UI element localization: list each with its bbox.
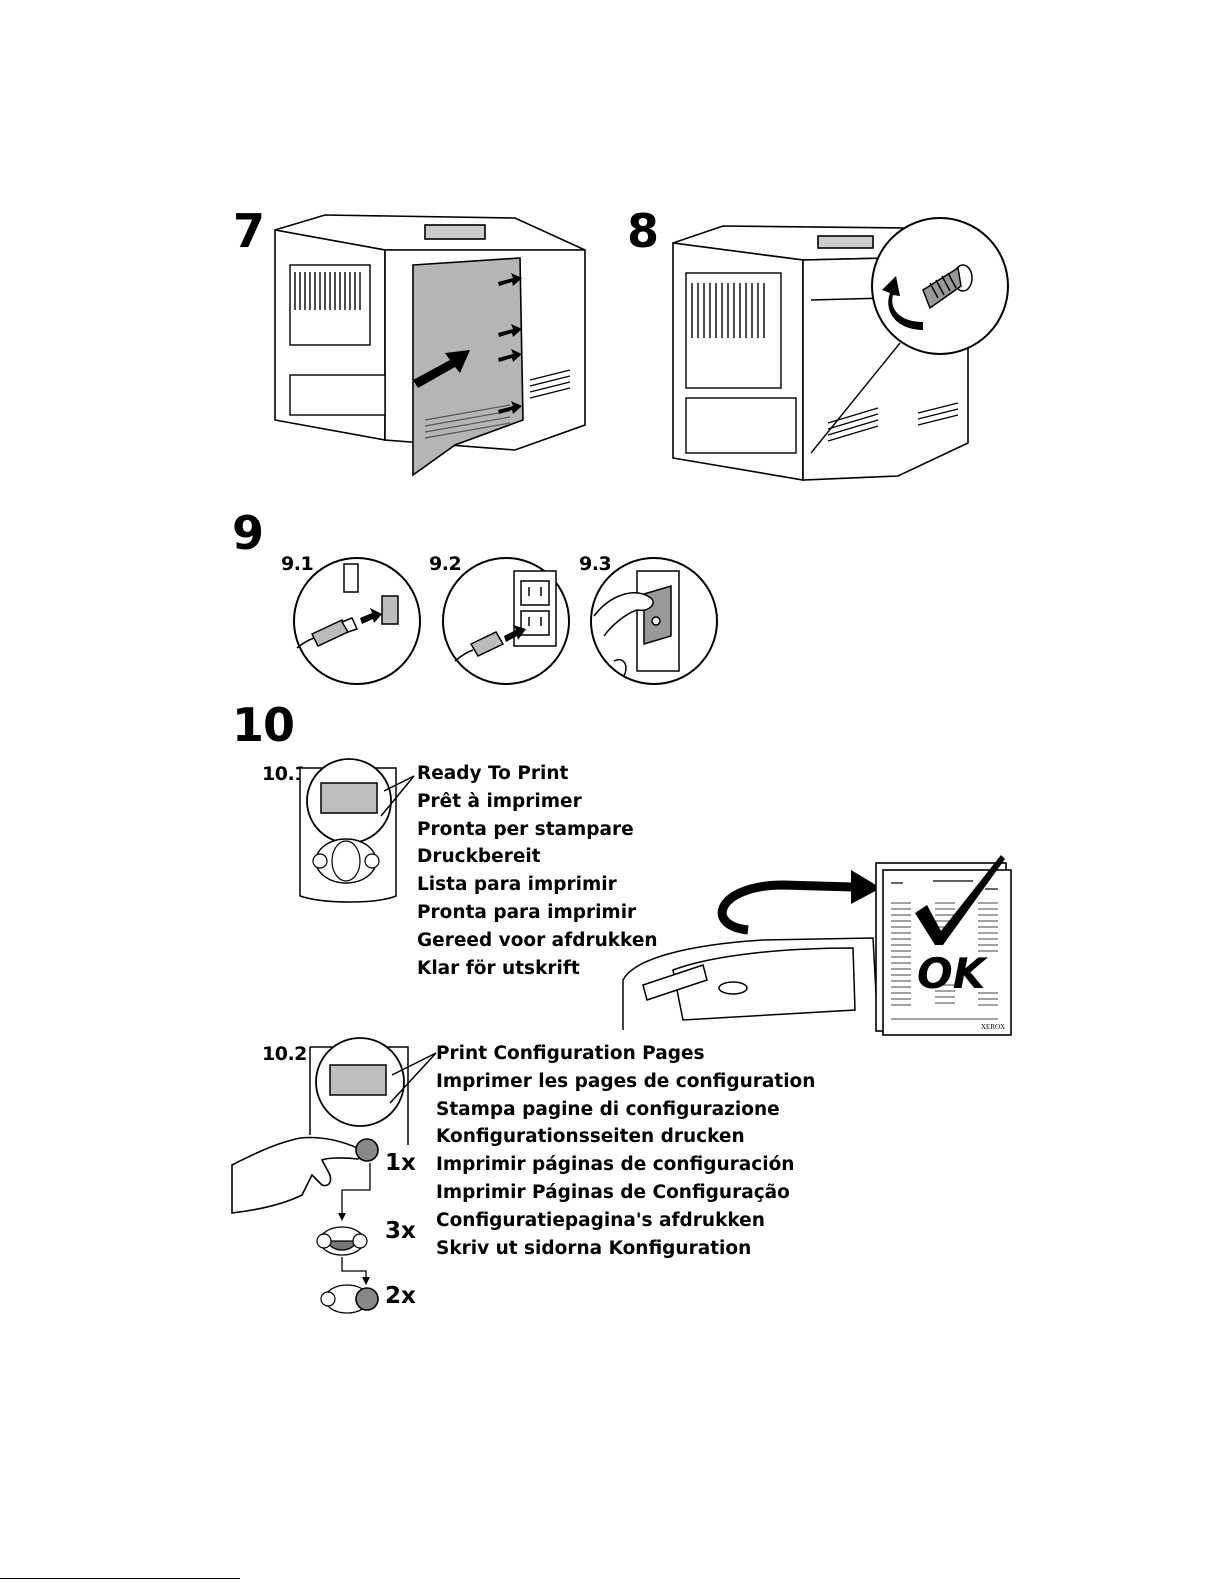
config-message: Imprimer les pages de configuration [436, 1070, 816, 1092]
ready-message: Prêt à imprimer [417, 790, 582, 812]
step-7-number: 7 [233, 204, 265, 258]
checkmark-icon [915, 855, 1005, 945]
step-10-1-label: 10.1 [262, 763, 307, 785]
bottom-divider [0, 1578, 240, 1579]
printer-rear-cover-illustration [274, 214, 586, 477]
step-9-2-label: 9.2 [429, 553, 462, 575]
step-10-2-label: 10.2 [262, 1043, 307, 1065]
arrow-icon [413, 350, 470, 388]
step-10-number: 10 [232, 698, 295, 752]
ok-stamp: OK [917, 949, 989, 998]
press-count-ok-first: 1x [385, 1150, 416, 1176]
config-message: Skriv ut sidorna Konfiguration [436, 1237, 752, 1259]
ready-message: Ready To Print [417, 763, 569, 784]
control-panel-ready-illustration [299, 758, 415, 903]
config-message: Konfigurationsseiten drucken [436, 1126, 745, 1148]
power-switch-illustration [590, 557, 718, 685]
ready-message: Lista para imprimir [417, 874, 617, 896]
printer-output-illustration [622, 870, 881, 1031]
printer-thumbscrew-illustration [672, 217, 1009, 481]
step-9-3-label: 9.3 [579, 553, 612, 575]
config-message: Print Configuration Pages [436, 1043, 705, 1064]
configuration-page-illustration: OK XEROX [875, 855, 1012, 1036]
ready-message: Druckbereit [417, 846, 541, 868]
config-message: Imprimir Páginas de Configuração [436, 1181, 790, 1203]
power-cord-to-outlet-illustration [442, 557, 570, 685]
control-panel-button-sequence-illustration [231, 1037, 437, 1314]
arrow-icon [851, 870, 881, 904]
step-9-1-label: 9.1 [281, 553, 314, 575]
rotate-arrow-icon [882, 276, 923, 330]
config-message: Imprimir páginas de configuración [436, 1154, 795, 1176]
config-message: Stampa pagine di configurazione [436, 1098, 780, 1120]
ready-message: Pronta per stampare [417, 818, 634, 840]
config-message: Configuratiepagina's afdrukken [436, 1209, 765, 1231]
ready-message-list: Ready To Print Prêt à imprimer Pronta pe… [417, 760, 658, 982]
power-cord-to-printer-illustration [293, 557, 421, 685]
config-message-list: Print Configuration Pages Imprimer les p… [436, 1040, 815, 1262]
ready-message: Pronta para imprimir [417, 901, 637, 923]
press-count-down: 3x [385, 1218, 416, 1244]
press-count-ok-second: 2x [385, 1283, 416, 1309]
step-9-number: 9 [232, 506, 264, 560]
ready-message: Gereed voor afdrukken [417, 929, 658, 951]
config-page-brand: XEROX [981, 1023, 1005, 1031]
step-8-number: 8 [627, 204, 659, 258]
ready-message: Klar för utskrift [417, 957, 580, 979]
